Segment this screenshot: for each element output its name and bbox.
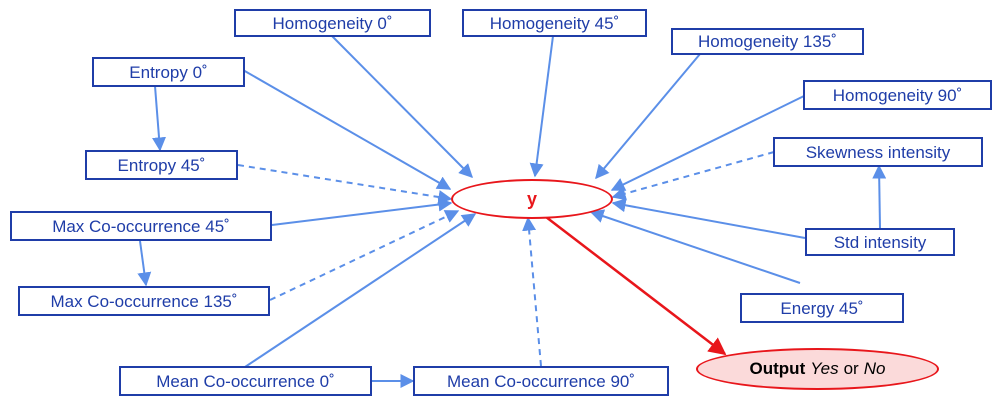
edge-entropy-0-to-entropy-45: [152, 85, 166, 152]
edge-y-to-output: [545, 216, 727, 356]
edge-entropy-45-to-y: [237, 164, 453, 204]
output-or: or: [843, 359, 859, 378]
node-max-cooccurrence-45: Max Co-occurrence 45˚: [10, 211, 272, 241]
edge-homogeneity-135-to-y: [595, 53, 701, 180]
edge-entropy-0-to-y: [242, 69, 452, 190]
node-homogeneity-135: Homogeneity 135˚: [671, 28, 864, 55]
edge-max-cooc-45-to-y: [271, 197, 453, 226]
edge-mean-cooc-0-to-y: [244, 213, 477, 368]
output-prefix: Output: [749, 359, 806, 378]
node-energy-45: Energy 45˚: [740, 293, 904, 323]
edge-homogeneity-90-to-y: [610, 95, 805, 191]
edge-mean-cooc-90-to-y: [522, 216, 542, 367]
node-homogeneity-90: Homogeneity 90˚: [803, 80, 992, 110]
edge-max-cooc-45-to-max-cooc-135: [137, 240, 152, 287]
node-homogeneity-45: Homogeneity 45˚: [462, 9, 647, 37]
node-skewness-intensity: Skewness intensity: [773, 137, 983, 167]
edge-max-cooc-135-to-y: [269, 210, 460, 301]
output-no: No: [863, 359, 886, 378]
edge-std-to-skewness: [872, 164, 887, 229]
node-entropy-45: Entropy 45˚: [85, 150, 238, 180]
node-std-intensity: Std intensity: [805, 228, 955, 256]
edge-homogeneity-45-to-y: [529, 35, 554, 178]
node-entropy-0: Entropy 0˚: [92, 57, 245, 87]
edge-skewness-to-y: [611, 151, 775, 201]
node-mean-cooccurrence-0: Mean Co-occurrence 0˚: [119, 366, 372, 396]
center-node-y: y: [451, 179, 613, 219]
node-mean-cooccurrence-90: Mean Co-occurrence 90˚: [413, 366, 669, 396]
edge-energy-to-y: [589, 209, 801, 284]
center-node-label: y: [526, 188, 537, 209]
node-homogeneity-0: Homogeneity 0˚: [234, 9, 431, 37]
output-node: Output Yes or No: [696, 348, 939, 390]
edge-std-to-y: [611, 198, 806, 239]
output-yes: Yes: [810, 359, 839, 378]
node-max-cooccurrence-135: Max Co-occurrence 135˚: [18, 286, 270, 316]
edge-homogeneity-0-to-y: [331, 35, 473, 178]
